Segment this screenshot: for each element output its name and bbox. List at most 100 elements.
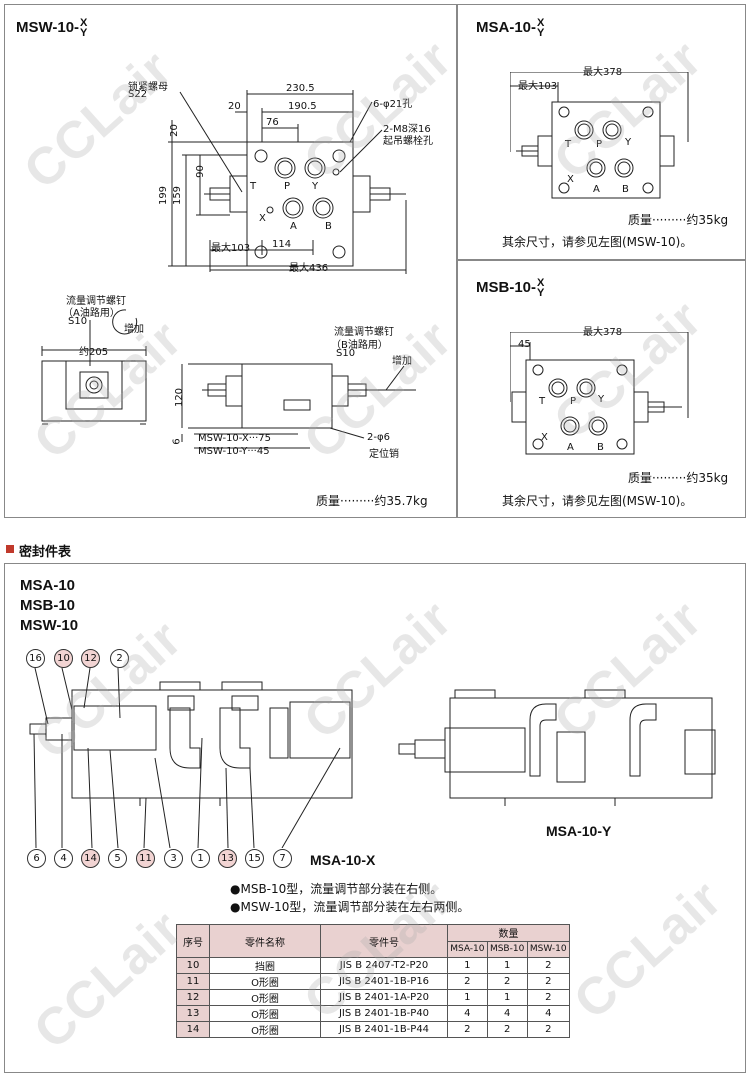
msa-10-x-section xyxy=(29,668,353,848)
dim-230-5: 230.5 xyxy=(286,83,315,94)
seal-table: 序号 零件名称 零件号 数量 MSA-10 MSB-10 MSW-10 10 挡… xyxy=(176,924,571,1038)
msa-title-x: X xyxy=(537,17,545,29)
callout-5: 5 xyxy=(108,849,127,868)
table-row: 13 O形圈 JIS B 2401-1B-P40 4 4 4 xyxy=(176,1005,571,1022)
row-qty-msa: 4 xyxy=(447,1005,488,1022)
header-msb: MSB-10 xyxy=(486,940,528,958)
msb-panel xyxy=(457,260,746,518)
note-msw: ●MSW-10型，流量调节部分装在左右两侧。 xyxy=(230,900,470,914)
row-qty-msb: 2 xyxy=(486,1021,528,1038)
row-qty-msw: 4 xyxy=(526,1005,571,1022)
max-103: 最大103 xyxy=(211,243,251,254)
seal-model-2: MSB-10 xyxy=(20,597,76,614)
msb-ref: 其余尺寸，请参见左图(MSW-10)。 xyxy=(502,494,693,508)
row-qty-msw: 2 xyxy=(526,973,571,990)
msa-drawing xyxy=(510,72,689,199)
msa-port-b: B xyxy=(622,184,629,195)
dim-114: 114 xyxy=(272,239,292,250)
max-436: 最大436 xyxy=(289,263,329,274)
msw-top-drawing xyxy=(168,90,407,274)
row-qty-msw: 2 xyxy=(526,1021,571,1038)
header-qty: 数量 xyxy=(447,924,570,942)
port-b: B xyxy=(325,221,332,232)
msb-title-text: MSB-10- xyxy=(476,278,537,296)
label-msa-10-x: MSA-10-X xyxy=(310,852,376,868)
msw-title-text: MSW-10- xyxy=(16,18,80,36)
row-name: O形圈 xyxy=(209,1021,321,1038)
header-part: 零件号 xyxy=(320,924,448,958)
pin-label-1: 2-φ6 xyxy=(367,432,390,443)
port-x: X xyxy=(259,213,266,224)
msa-mass: 质量·········约35kg xyxy=(628,213,729,227)
callout-1: 1 xyxy=(191,849,210,868)
msa-title-y: Y xyxy=(537,27,545,39)
msa-port-x: X xyxy=(567,174,574,185)
row-name: O形圈 xyxy=(209,1005,321,1022)
port-t: T xyxy=(250,181,257,192)
dim-190-5: 190.5 xyxy=(288,101,317,112)
pin-label-2: 定位销 xyxy=(369,449,399,460)
row-qty-msa: 2 xyxy=(447,1021,488,1038)
dim-6: 6 xyxy=(171,438,183,445)
msb-port-p: P xyxy=(570,396,577,407)
note-msb: ●MSB-10型，流量调节部分装在右侧。 xyxy=(230,882,443,896)
callout-12: 12 xyxy=(81,649,100,668)
row-qty-msw: 2 xyxy=(526,989,571,1006)
row-qty-msw: 2 xyxy=(526,957,571,974)
msa-port-p: P xyxy=(596,139,603,150)
section-marker xyxy=(6,545,14,553)
port-p: P xyxy=(284,181,291,192)
msb-title-x: X xyxy=(537,277,545,289)
callout-7: 7 xyxy=(273,849,292,868)
msb-drawing xyxy=(510,332,689,455)
msb-port-y: Y xyxy=(598,394,605,405)
flow-a-label-3: S10 xyxy=(68,316,88,327)
msb-mass: 质量·········约35kg xyxy=(628,471,729,485)
dim-20-top: 20 xyxy=(228,101,241,112)
msw-x-label: MSW-10-X···75 xyxy=(198,433,272,444)
seal-panel xyxy=(4,563,746,1073)
row-part: JIS B 2401-1A-P20 xyxy=(320,989,448,1006)
row-no: 12 xyxy=(176,989,210,1006)
dim-159: 159 xyxy=(172,185,184,206)
msa-10-y-section xyxy=(398,689,716,806)
msb-port-x: X xyxy=(541,432,548,443)
msb-port-a: A xyxy=(567,442,574,453)
flow-b-label-1: 流量调节螺钉 xyxy=(334,327,394,338)
msw-y-label: MSW-10-Y···45 xyxy=(198,446,270,457)
msb-title-y: Y xyxy=(537,287,545,299)
seal-model-3: MSW-10 xyxy=(20,617,79,634)
header-no: 序号 xyxy=(176,924,210,958)
table-row: 11 O形圈 JIS B 2401-1B-P16 2 2 2 xyxy=(176,973,571,990)
callout-4: 4 xyxy=(54,849,73,868)
callout-11: 11 xyxy=(136,849,155,868)
row-qty-msb: 1 xyxy=(486,989,528,1006)
msb-port-t: T xyxy=(539,396,546,407)
msw-mass: 质量·········约35.7kg xyxy=(316,494,428,508)
table-row: 12 O形圈 JIS B 2401-1A-P20 1 1 2 xyxy=(176,989,571,1006)
row-no: 11 xyxy=(176,973,210,990)
header-msa: MSA-10 xyxy=(447,940,488,958)
row-part: JIS B 2407-T2-P20 xyxy=(320,957,448,974)
dim-120: 120 xyxy=(174,387,186,408)
msb-port-b: B xyxy=(597,442,604,453)
msa-port-y: Y xyxy=(625,137,632,148)
lock-nut-label: 锁紧螺母 xyxy=(128,82,168,93)
dim-76: 76 xyxy=(266,117,279,128)
dim-90: 90 xyxy=(194,165,206,178)
row-qty-msa: 1 xyxy=(447,989,488,1006)
row-qty-msb: 4 xyxy=(486,1005,528,1022)
header-msw: MSW-10 xyxy=(526,940,571,958)
row-qty-msb: 2 xyxy=(486,973,528,990)
increase-b: 增加 xyxy=(392,356,412,367)
callout-3: 3 xyxy=(164,849,183,868)
row-part: JIS B 2401-1B-P44 xyxy=(320,1021,448,1038)
callout-16: 16 xyxy=(26,649,45,668)
msa-title-text: MSA-10- xyxy=(476,18,537,36)
msw-title-x: X xyxy=(80,17,88,29)
row-part: JIS B 2401-1B-P16 xyxy=(320,973,448,990)
row-part: JIS B 2401-1B-P40 xyxy=(320,1005,448,1022)
